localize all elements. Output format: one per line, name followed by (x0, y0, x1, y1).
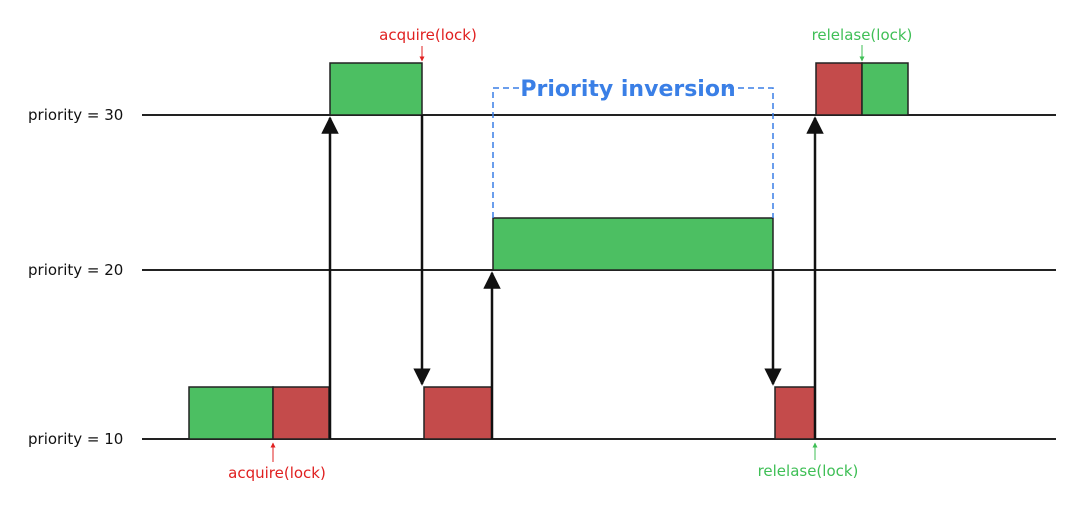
acquire-lock-label-high: acquire(lock) (379, 26, 477, 44)
release-lock-label-low: relelase(lock) (758, 462, 859, 480)
low-task-lock-block-1 (272, 386, 330, 440)
medium-task-running-block (492, 217, 774, 271)
low-task-lock-block-3 (774, 386, 816, 440)
priority-10-label: priority = 10 (28, 430, 123, 448)
low-task-lock-block-2 (423, 386, 493, 440)
priority-inversion-bracket (492, 87, 774, 218)
priority-30-label: priority = 30 (28, 106, 123, 124)
high-task-lock-block (815, 62, 863, 116)
priority-20-label: priority = 20 (28, 261, 123, 279)
low-task-running-block (188, 386, 274, 440)
release-lock-label-high: relelase(lock) (812, 26, 913, 44)
priority-inversion-label: Priority inversion (520, 77, 735, 102)
acquire-lock-label-low: acquire(lock) (228, 464, 326, 482)
high-task-running-block-1 (329, 62, 423, 116)
high-task-running-block-2 (861, 62, 909, 116)
